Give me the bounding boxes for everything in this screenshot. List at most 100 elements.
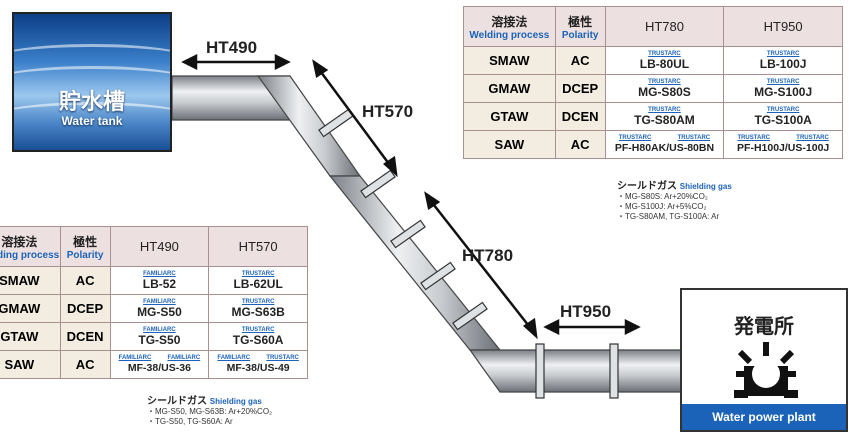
brand-label: TRUSTARC — [766, 106, 800, 113]
power-plant-turbine-icon — [734, 342, 798, 398]
product-name: MG-S80S — [638, 84, 691, 99]
product-name: LB-52 — [142, 276, 177, 291]
product-name: LB-62UL — [233, 276, 283, 291]
flange — [609, 343, 619, 399]
gas-title-jp: シールドガス — [147, 396, 207, 407]
brand-label: TRUSTARC — [241, 326, 275, 333]
flange — [535, 343, 545, 399]
cell-polarity: AC — [554, 46, 606, 75]
brand-label: TRUSTARC — [766, 78, 800, 85]
gas-line: ・MG-S80S: Ar+20%CO₂ — [617, 192, 708, 201]
product-name: TG-S100A — [754, 112, 812, 127]
cell-polarity: DCEP — [554, 74, 606, 103]
brand-label: TRUSTARC — [648, 78, 681, 85]
gas-title-en: Shielding gas — [679, 182, 732, 191]
gas-line: ・TG-S80AM, TG-S100A: Ar — [617, 212, 720, 221]
gas-note-low: シールドガス Shielding gas ・MG-S50, MG-S63B: A… — [147, 397, 272, 427]
product-name: PF-H100J/US-100J — [737, 141, 830, 154]
gas-line: ・MG-S100J: Ar+5%CO₂ — [617, 202, 707, 211]
gas-line: ・MG-S50, MG-S63B: Ar+20%CO₂ — [147, 407, 273, 416]
water-tank-title-en: Water tank — [61, 114, 123, 128]
product-name: MF-38/US-49 — [226, 361, 290, 374]
header-grade-1: HT780 — [604, 6, 725, 47]
flange — [360, 169, 396, 199]
cell-process: GMAW — [463, 74, 556, 103]
gas-title-jp: シールドガス — [617, 181, 677, 192]
cell-polarity: DCEP — [59, 294, 111, 323]
flange — [390, 219, 426, 249]
flange — [420, 261, 456, 291]
label-ht570: HT570 — [362, 102, 414, 121]
gas-line: ・TG-S50, TG-S60A: Ar — [147, 417, 233, 426]
brand-label: TRUSTARC — [796, 134, 829, 141]
brand-label: TRUSTARC — [241, 270, 275, 277]
brand-label: FAMILIARC — [217, 354, 251, 361]
cell-polarity: AC — [59, 266, 111, 295]
brand-label: FAMILIARC — [143, 270, 176, 277]
header-grade-2: HT570 — [208, 226, 308, 267]
cell-process: SAW — [463, 130, 556, 159]
label-ht490: HT490 — [206, 38, 258, 57]
brand-label: FAMILIARC — [143, 298, 176, 305]
pipe-flanges — [318, 108, 619, 399]
cell-polarity: DCEN — [554, 102, 606, 131]
product-name: TG-S80AM — [634, 112, 695, 127]
cell-process: GMAW — [0, 294, 61, 323]
power-plant-title-jp: 発電所 — [734, 316, 794, 338]
brand-label: TRUSTARC — [266, 354, 299, 361]
flange — [318, 108, 354, 138]
cell-process: GTAW — [463, 102, 556, 131]
header-grade-1: HT490 — [109, 226, 210, 267]
power-plant-box: 発電所 Water power plant — [680, 288, 848, 432]
cell-process: GTAW — [0, 322, 61, 351]
cell-process: SAW — [0, 350, 61, 379]
pipe-segment-diagonal-1 — [256, 75, 362, 177]
cell-polarity: AC — [59, 350, 111, 379]
header-grade-2: HT950 — [723, 6, 843, 47]
product-name: TG-S60A — [232, 332, 284, 347]
label-ht950: HT950 — [560, 302, 612, 321]
arrow-ht780 — [429, 199, 533, 331]
product-name: MF-38/US-36 — [127, 361, 191, 374]
brand-label: TRUSTARC — [648, 106, 681, 113]
gas-title-en: Shielding gas — [209, 397, 262, 406]
product-name: PF-H80AK/US-80BN — [614, 141, 715, 154]
brand-label: TRUSTARC — [737, 134, 770, 141]
brand-label: TRUSTARC — [648, 50, 681, 57]
water-tank-title-jp: 貯水槽 — [58, 89, 125, 114]
product-name: LB-100J — [759, 56, 807, 71]
brand-label: TRUSTARC — [766, 50, 800, 57]
flange — [452, 301, 488, 331]
product-name: MG-S63B — [231, 304, 285, 319]
gas-note-high: シールドガス Shielding gas ・MG-S80S: Ar+20%CO₂… — [617, 182, 732, 222]
product-name: MG-S100J — [754, 84, 813, 99]
product-name: MG-S50 — [137, 304, 182, 319]
